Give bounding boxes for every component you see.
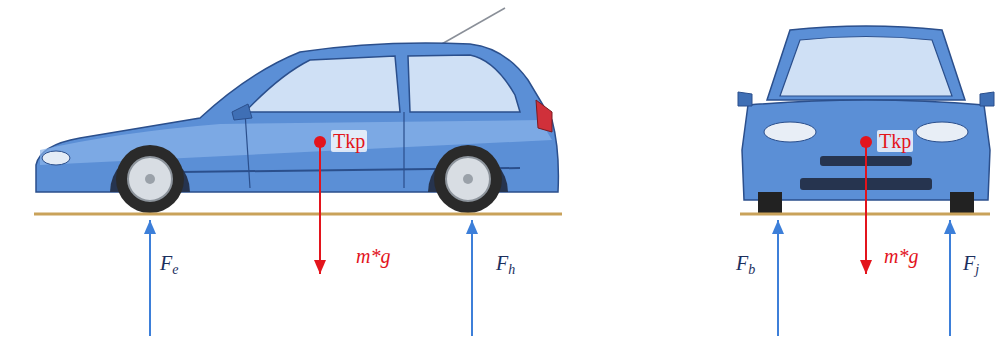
tyre <box>116 145 184 213</box>
hub <box>145 174 155 184</box>
headlight <box>764 122 816 142</box>
weight-arrow <box>319 142 321 274</box>
weight-label: m*g <box>356 245 390 267</box>
centre-of-gravity-label: Tkp <box>331 130 367 152</box>
support-force-arrow <box>777 220 779 336</box>
headlight <box>916 122 968 142</box>
centre-of-gravity <box>860 136 872 148</box>
door-lines <box>245 112 404 188</box>
front-window <box>245 56 400 112</box>
support-force-arrow <box>471 220 473 336</box>
force-label: Fj <box>963 252 979 274</box>
windshield <box>780 37 952 97</box>
hub <box>463 174 473 184</box>
car-cabin <box>767 26 965 100</box>
tyre <box>758 192 782 214</box>
weight-arrow <box>865 142 867 274</box>
centre-of-gravity-label: Tkp <box>877 130 913 152</box>
side-mirror <box>232 104 252 120</box>
side-mirror <box>980 92 994 106</box>
support-force-arrow <box>149 220 151 336</box>
force-label: Fe <box>160 252 178 274</box>
weight-label: m*g <box>884 245 918 267</box>
car-side-view <box>34 8 562 214</box>
taillight <box>536 100 552 132</box>
support-force-arrow <box>949 220 951 336</box>
force-label: Fh <box>496 252 515 274</box>
force-label: Fb <box>736 252 755 274</box>
ground-line <box>34 213 562 216</box>
rim <box>128 157 172 201</box>
headlight <box>42 151 70 165</box>
centre-of-gravity <box>314 136 326 148</box>
side-mirror <box>738 92 752 106</box>
tyre <box>950 192 974 214</box>
tyre <box>434 145 502 213</box>
rear-window <box>408 55 520 112</box>
antenna <box>440 8 505 45</box>
rim <box>446 157 490 201</box>
